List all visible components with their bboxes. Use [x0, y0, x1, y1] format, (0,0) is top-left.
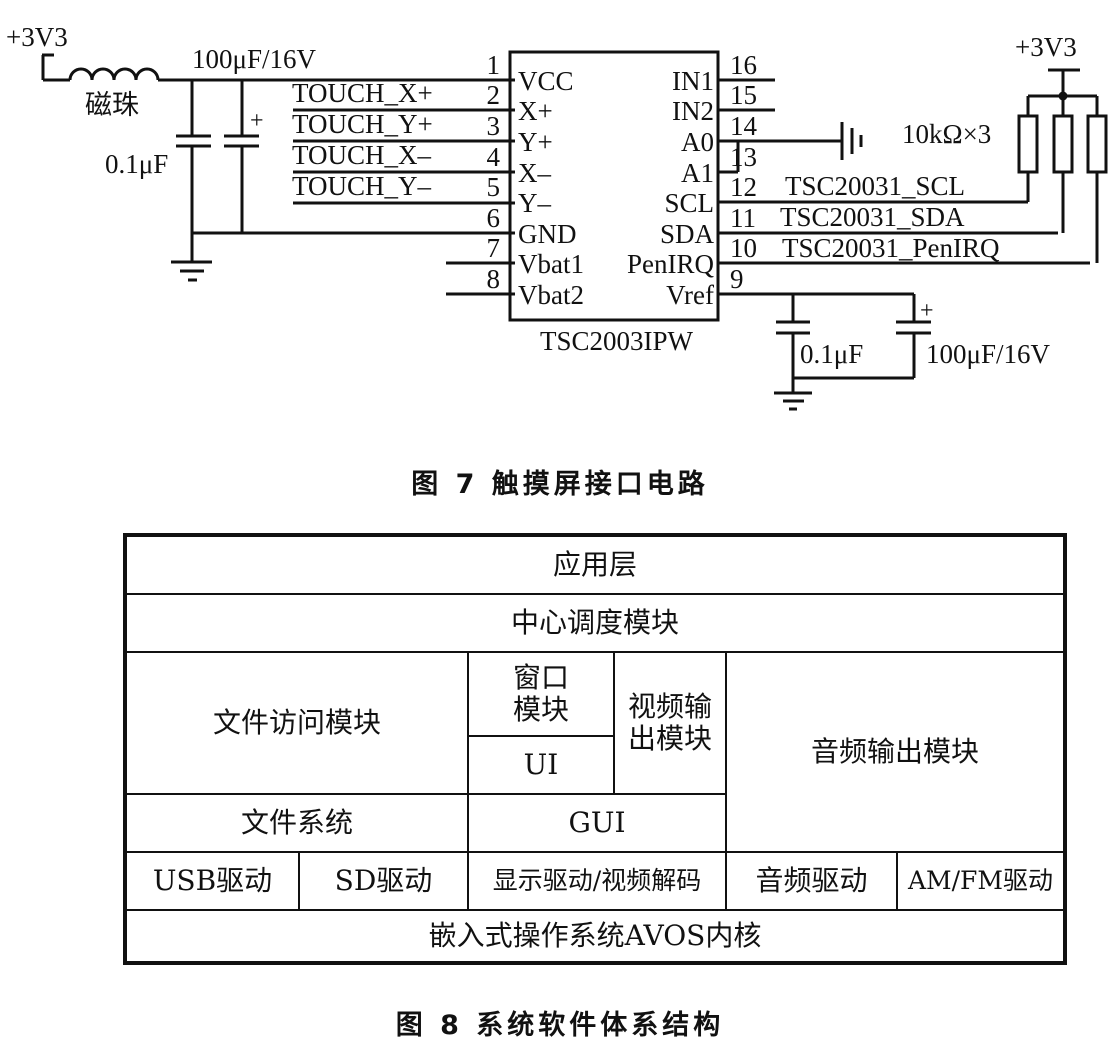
power-label-left: +3V3	[6, 22, 68, 52]
pin-num: 5	[487, 172, 501, 202]
pin-num: 2	[487, 80, 501, 110]
usb-driver: USB驱动	[126, 852, 299, 910]
pin-name: IN2	[672, 96, 714, 126]
file-access-module: 文件访问模块	[126, 652, 468, 794]
display-video-decode-driver: 显示驱动/视频解码	[468, 852, 726, 910]
video-output-module: 视频输 出模块	[614, 652, 726, 794]
pin-name: Vref	[666, 280, 714, 310]
pullup-resistor-label: 10kΩ×3	[902, 119, 991, 149]
pin-name: A0	[681, 127, 714, 157]
pin-num: 1	[487, 50, 501, 80]
net-touch-x-plus: TOUCH_X+	[292, 78, 433, 108]
resistor-icon	[1052, 114, 1074, 174]
pin-num: 10	[730, 233, 757, 263]
application-layer: 应用层	[126, 536, 1064, 594]
ui-module: UI	[468, 736, 614, 794]
pin-name: GND	[518, 219, 577, 249]
pin-num: 8	[487, 264, 501, 294]
pin-name: VCC	[518, 66, 574, 96]
pin-name: Y+	[518, 127, 553, 157]
pin-num: 7	[487, 233, 501, 263]
pin-num: 11	[730, 203, 756, 233]
pin-name: X–	[518, 158, 551, 188]
pin-name: A1	[681, 158, 714, 188]
figure7-caption: 图 7 触摸屏接口电路	[411, 469, 709, 500]
polarity-mark: +	[250, 108, 264, 134]
pin-num: 3	[487, 111, 501, 141]
pin-num: 16	[730, 50, 757, 80]
net-scl: TSC20031_SCL	[785, 171, 965, 201]
audio-driver: 音频驱动	[726, 852, 897, 910]
input-cap-small-label: 0.1μF	[105, 149, 168, 179]
software-architecture-diagram: 应用层 中心调度模块 文件访问模块 窗口 模块 UI 视频输 出模块 音频输出模…	[123, 533, 1067, 965]
pin-name: Vbat2	[518, 280, 584, 310]
file-system: 文件系统	[126, 794, 468, 852]
net-touch-x-minus: TOUCH_X–	[292, 140, 432, 170]
ferrite-bead-label: 磁珠	[85, 90, 139, 120]
amfm-driver: AM/FM驱动	[897, 852, 1064, 910]
net-touch-y-plus: TOUCH_Y+	[292, 109, 433, 139]
resistor-icon	[1017, 114, 1039, 174]
vref-cap-large-label: 100μF/16V	[926, 339, 1050, 369]
sd-driver: SD驱动	[299, 852, 468, 910]
net-sda: TSC20031_SDA	[780, 202, 965, 232]
pin-name: PenIRQ	[627, 249, 715, 279]
pin-num: 6	[487, 203, 501, 233]
vref-cap-small-label: 0.1μF	[800, 339, 863, 369]
net-penirq: TSC20031_PenIRQ	[782, 233, 1000, 263]
ferrite-bead-icon	[68, 67, 160, 81]
figure8-caption: 图 8 系统软件体系结构	[395, 1010, 725, 1041]
pin-num: 15	[730, 80, 757, 110]
pin-name: X+	[518, 96, 553, 126]
window-module: 窗口 模块	[468, 652, 614, 736]
chip-name: TSC2003IPW	[540, 326, 694, 356]
pin-num: 9	[730, 264, 744, 294]
pin-name: Vbat1	[518, 249, 584, 279]
gui: GUI	[468, 794, 726, 852]
pin-num: 12	[730, 172, 757, 202]
pin-name: Y–	[518, 188, 551, 218]
polarity-mark: +	[920, 298, 934, 324]
pin-num: 4	[487, 142, 501, 172]
resistor-icon	[1086, 114, 1108, 174]
chip-tsc2003ipw	[508, 50, 720, 322]
pin-num: 14	[730, 111, 758, 141]
audio-output-module: 音频输出模块	[726, 652, 1064, 852]
net-touch-y-minus: TOUCH_Y–	[292, 171, 432, 201]
input-cap-large-label: 100μF/16V	[192, 44, 316, 74]
central-scheduler: 中心调度模块	[126, 594, 1064, 652]
pin-name: IN1	[672, 66, 714, 96]
power-label-right: +3V3	[1015, 32, 1077, 62]
pin-name: SCL	[664, 188, 714, 218]
avos-kernel: 嵌入式操作系统AVOS内核	[126, 910, 1064, 962]
pin-name: SDA	[660, 219, 715, 249]
touchscreen-interface-circuit: +3V3 磁珠 100μF/16V 0.1μF + TOUCH_X+ TOUCH…	[6, 22, 1108, 411]
pin-num: 13	[730, 142, 757, 172]
